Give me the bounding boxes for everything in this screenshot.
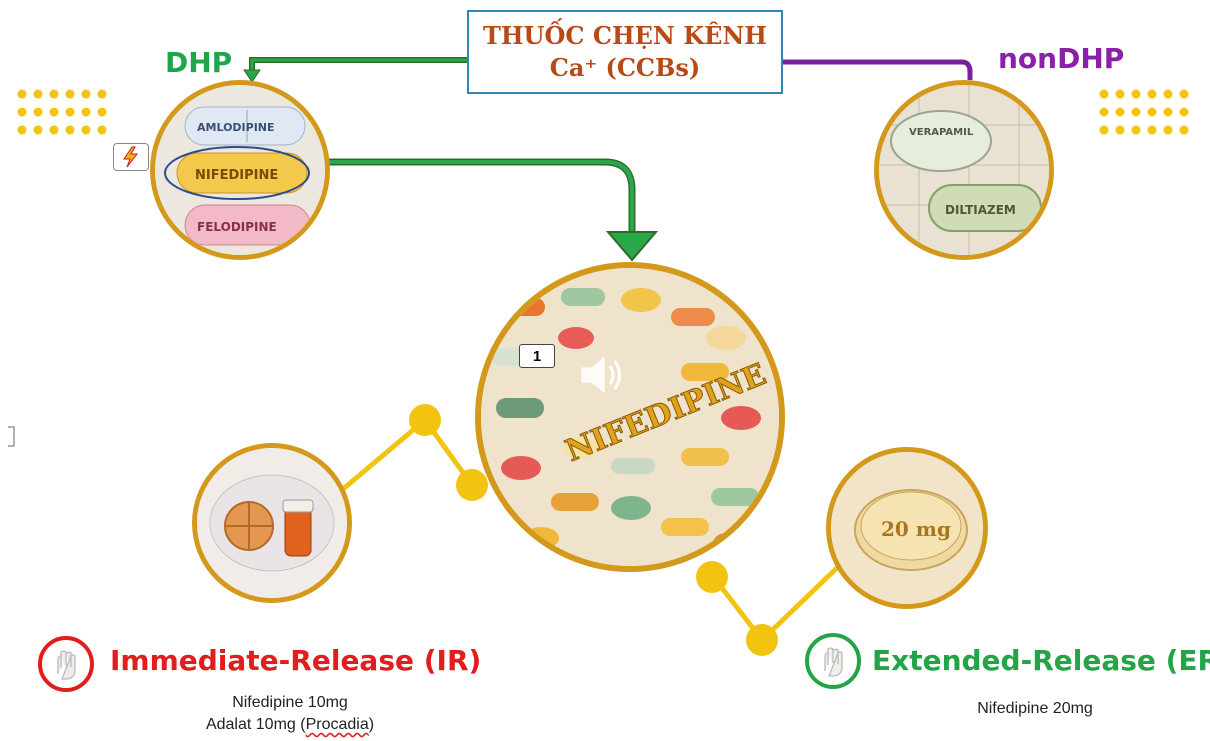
er-pill-label: 20 mg (881, 517, 951, 541)
svg-text:DILTIAZEM: DILTIAZEM (945, 203, 1016, 217)
speaker-icon[interactable] (576, 352, 628, 398)
svg-text:VERAPAMIL: VERAPAMIL (909, 127, 974, 138)
er-hand-icon (805, 633, 861, 689)
nifedipine-center-image: NIFEDIPINE (475, 262, 785, 572)
er-notes: Nifedipine 20mg (895, 698, 1175, 720)
lightning-icon[interactable] (113, 143, 149, 171)
er-note-line1: Nifedipine 20mg (977, 700, 1093, 717)
svg-text:NIFEDIPINE: NIFEDIPINE (195, 168, 278, 183)
dhp-label: DHP (165, 46, 233, 79)
er-title: Extended-Release (ER) (872, 644, 1210, 677)
title-to-nondhp-line (783, 59, 973, 80)
dot-grid-left (17, 89, 107, 135)
ir-note-line1: Nifedipine 10mg (232, 694, 348, 711)
procadia-word: Procadia (305, 716, 369, 733)
er-tablet-image: 20 mg (826, 447, 988, 609)
slide-number-badge[interactable]: 1 (519, 344, 555, 368)
dhp-pills-image: AMLODIPINE NIFEDIPINE FELODIPINE (150, 80, 330, 260)
ir-tablet-image (192, 443, 352, 603)
dot-grid-right (1099, 89, 1189, 135)
dhp-to-center-arrow (325, 158, 659, 262)
svg-text:AMLODIPINE: AMLODIPINE (197, 121, 275, 134)
title-to-dhp-arrow (243, 57, 467, 83)
title-box: THUỐC CHẸN KÊNH Ca⁺ (CCBs) (467, 10, 783, 94)
ir-note-line2: Adalat 10mg (Procadia) (205, 716, 375, 733)
diltiazem-pill: DILTIAZEM (928, 184, 1042, 232)
nondhp-label: nonDHP (998, 42, 1125, 75)
ir-hand-icon (38, 636, 94, 692)
felodipine-pill: FELODIPINE (184, 204, 311, 246)
svg-text:FELODIPINE: FELODIPINE (197, 220, 277, 234)
connector-dots (409, 404, 778, 656)
title-line2: Ca⁺ (CCBs) (549, 53, 701, 82)
nifedipine-pill: NIFEDIPINE (164, 146, 310, 200)
verapamil-pill: VERAPAMIL (890, 110, 992, 172)
ir-title: Immediate-Release (IR) (110, 644, 482, 677)
ir-notes: Nifedipine 10mg Adalat 10mg (Procadia) (150, 692, 430, 736)
amlodipine-pill: AMLODIPINE (184, 106, 306, 146)
edge-bracket (8, 426, 15, 447)
title-line1: THUỐC CHẸN KÊNH (483, 20, 767, 50)
nondhp-pills-image: VERAPAMIL DILTIAZEM (874, 80, 1054, 260)
